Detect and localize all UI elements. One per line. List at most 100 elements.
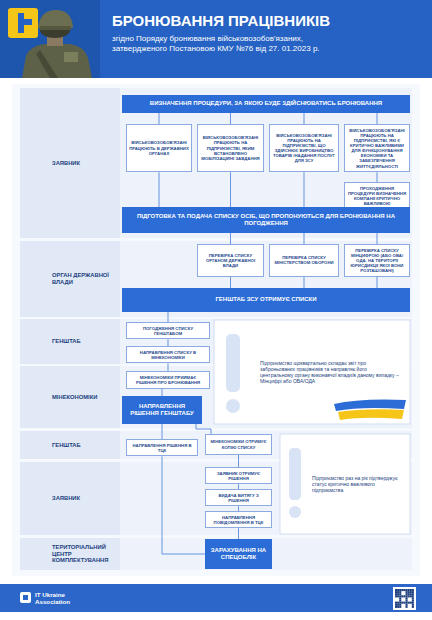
qr-code bbox=[412, 597, 414, 599]
node-text: ПОГОДЖЕННЯ СПИСКУ ГЕНШТАБОМ bbox=[129, 326, 207, 336]
qr-code bbox=[395, 591, 397, 593]
node-text: МІНЕКОНОМІКИ bbox=[52, 394, 116, 401]
process-box: ВІЙСЬКОВОЗОБОВ'ЯЗАНІ ПРАЦЮЮТЬ НА ПІДПРИЄ… bbox=[344, 124, 410, 172]
note-panel bbox=[338, 409, 404, 420]
lane-label: ЗАЯВНИК bbox=[20, 88, 120, 238]
node-text: ПРОХОДЖЕННЯ ПРОЦЕДУРИ ВИЗНАЧЕННЯ КОМПАНІ… bbox=[347, 186, 407, 207]
process-box: НАПРАВЛЕННЯ РІШЕННЯ В ТЦК bbox=[126, 439, 198, 456]
soldier-illustration bbox=[64, 52, 78, 62]
content-panel bbox=[12, 84, 420, 576]
connector bbox=[230, 172, 231, 207]
qr-code bbox=[401, 589, 403, 591]
title: БРОНЮВАННЯ ПРАЦІВНИКІВ bbox=[112, 12, 422, 30]
qr-code bbox=[412, 591, 414, 593]
logo-mark bbox=[8, 8, 38, 38]
note-panel bbox=[226, 334, 240, 392]
qr-code bbox=[397, 604, 399, 606]
node-text: ГЕНШТАБ bbox=[52, 338, 116, 345]
footer-band bbox=[393, 587, 416, 610]
connector bbox=[377, 172, 378, 182]
qr-code bbox=[397, 606, 399, 608]
connector bbox=[304, 233, 305, 244]
connector bbox=[162, 456, 205, 554]
qr-code bbox=[399, 597, 401, 599]
node-text: МІНЕКОНОМІКИ ОТРИМУЄ КОПІЮ СПИСКУ bbox=[208, 439, 269, 449]
qr-code bbox=[408, 589, 410, 591]
qr-code bbox=[395, 606, 397, 608]
node-text: ГЕНШТАБ ЗСУ ОТРИМУЄ СПИСКИ bbox=[215, 296, 316, 303]
lane-label: ГЕНШТАБ bbox=[20, 319, 120, 364]
process-box: ПЕРЕВІРКА СПИСКУ МІНІСТЕРСТВОМ ОБОРОНИ bbox=[269, 244, 339, 277]
qr-code bbox=[406, 597, 408, 599]
qr-code bbox=[399, 602, 401, 604]
qr-code bbox=[410, 589, 412, 591]
connector bbox=[304, 277, 305, 288]
qr-code bbox=[395, 593, 397, 595]
node-text: ВІЙСЬКОВОЗОБОВ'ЯЗАНІ ПРАЦЮЮТЬ НА ПІДПРИЄ… bbox=[347, 128, 407, 169]
lane-label: МІНЕКОНОМІКИ bbox=[20, 366, 120, 428]
node-text: ЗАЯВНИК bbox=[52, 495, 116, 502]
note-panel bbox=[289, 448, 301, 500]
qr-code bbox=[412, 606, 414, 608]
soldier-illustration bbox=[22, 44, 92, 78]
lane-background bbox=[120, 241, 412, 317]
process-box: ПЕРЕВІРКА СПИСКУ ОРГАНОМ ДЕРЖАВНОЇ ВЛАДИ bbox=[197, 244, 264, 277]
node-text: ВІЙСЬКОВОЗОБОВ'ЯЗАНІ ПРАЦЮЮТЬ НА ПІДПРИЄ… bbox=[200, 135, 261, 161]
connector bbox=[377, 277, 378, 288]
process-box: ВІЙСЬКОВОЗОБОВ'ЯЗАНІ ПРАЦЮЮТЬ В ДЕРЖАВНИ… bbox=[126, 124, 192, 172]
qr-code bbox=[399, 595, 401, 597]
connector bbox=[377, 113, 378, 124]
connector bbox=[304, 172, 305, 207]
note-panel bbox=[280, 434, 410, 534]
process-box: ВІЙСЬКОВОЗОБОВ'ЯЗАНІ ПРАЦЮЮТЬ НА ПІДПРИЄ… bbox=[269, 124, 339, 172]
footer-band bbox=[395, 589, 414, 608]
node-text: НАПРАВЛЕННЯ РІШЕННЯ В ТЦК bbox=[129, 443, 195, 453]
node-text: ВІЙСЬКОВОЗОБОВ'ЯЗАНІ ПРАЦЮЮТЬ НА ПІДПРИЄ… bbox=[272, 133, 336, 164]
qr-code bbox=[399, 604, 401, 606]
connector bbox=[304, 113, 305, 124]
node-text: ЗАЯВНИК ОТРИМУЄ РІШЕННЯ bbox=[208, 471, 269, 481]
process-box: ПЕРЕВІРКА СПИСКУ МІНЦИФРОЮ (АБО ОВА/ОДА,… bbox=[344, 244, 410, 277]
step-band: НАПРАВЛЕННЯ РІШЕННЯ ГЕНШТАБУ bbox=[122, 396, 202, 424]
qr-code bbox=[401, 602, 403, 604]
note-panel bbox=[289, 506, 301, 518]
qr-code bbox=[412, 595, 414, 597]
qr-code bbox=[397, 595, 399, 597]
qr-code bbox=[412, 589, 414, 591]
qr-code bbox=[410, 593, 412, 595]
note-panel bbox=[226, 399, 240, 413]
qr-code bbox=[395, 602, 397, 604]
content-panel bbox=[12, 84, 420, 576]
qr-code bbox=[408, 593, 410, 595]
note-callout: Підприємство щоквартально складає звіт п… bbox=[214, 320, 410, 424]
connector bbox=[159, 113, 160, 124]
qr-code bbox=[399, 600, 401, 602]
header-band bbox=[0, 0, 432, 78]
qr-code bbox=[412, 600, 414, 602]
subtitle: згідно Порядку бронювання військовозобов… bbox=[112, 34, 347, 53]
qr-code bbox=[406, 589, 408, 591]
note-callout: Підприємство раз на рік підтверджує стат… bbox=[280, 434, 410, 534]
qr-code bbox=[406, 602, 408, 604]
connector bbox=[168, 312, 169, 322]
note-panel bbox=[214, 320, 410, 424]
qr-code bbox=[397, 591, 399, 593]
qr-code bbox=[395, 604, 397, 606]
node-text: НАПРАВЛЕННЯ СПИСКУ В МІНЕКОНОМІКИ bbox=[129, 350, 207, 360]
qr-code bbox=[397, 602, 399, 604]
process-box: ПОГОДЖЕННЯ СПИСКУ ГЕНШТАБОМ bbox=[126, 322, 210, 339]
node-text: НАПРАВЛЕННЯ РІШЕННЯ ГЕНШТАБУ bbox=[126, 403, 198, 417]
node-text: ЗАРАХУВАННЯ НА СПЕЦОБЛІК bbox=[209, 547, 268, 561]
qr-code bbox=[408, 595, 410, 597]
qr-code bbox=[406, 600, 408, 602]
node-text: ПІДГОТОВКА ТА ПОДАЧА СПИСКУ ОСІБ, ЩО ПРО… bbox=[126, 213, 406, 227]
qr-code bbox=[406, 604, 408, 606]
node-text: ОРГАН ДЕРЖАВНОЇ ВЛАДИ bbox=[52, 272, 116, 286]
node-text: ЗАЯВНИК bbox=[52, 160, 116, 167]
soldier-illustration bbox=[40, 26, 71, 30]
node-text: МІНЕКОНОМІКИ ПРИЙМАЄ РІШЕННЯ ПРО БРОНЮВА… bbox=[129, 375, 207, 385]
connector bbox=[230, 277, 231, 288]
lane-label: ГЕНШТАБ bbox=[20, 431, 120, 459]
connector bbox=[238, 528, 239, 539]
node-text: Підприємство щоквартально складає звіт п… bbox=[260, 360, 400, 384]
